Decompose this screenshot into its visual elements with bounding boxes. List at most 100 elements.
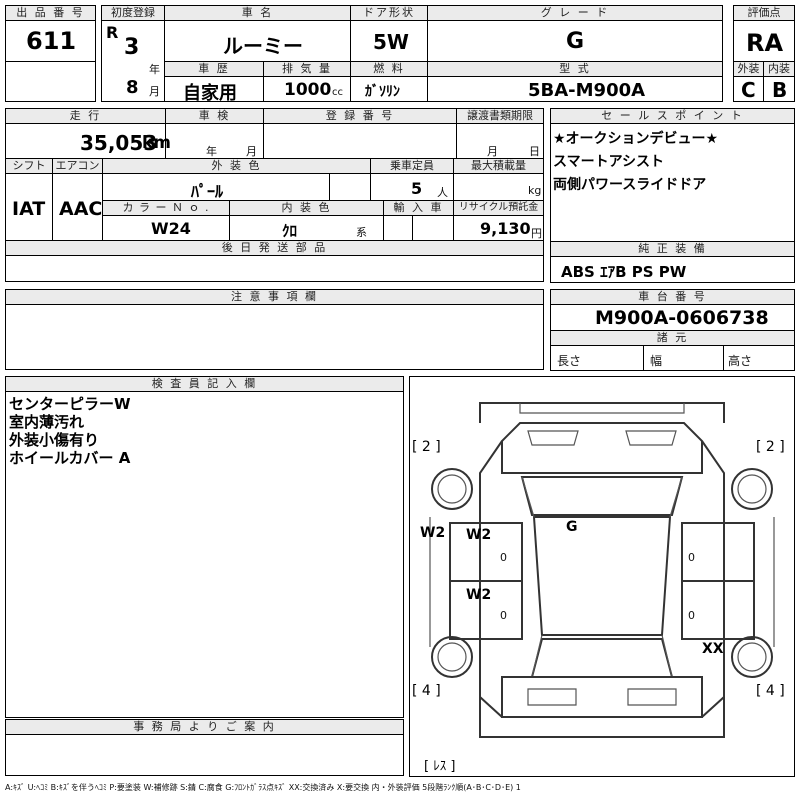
fuel-cell: ｶﾞｿﾘﾝ: [350, 76, 428, 102]
car-name: ルーミー: [223, 34, 303, 58]
tire-rr-depth: [ 4 ]: [756, 683, 785, 699]
ac-cell: AAC: [52, 173, 103, 241]
displacement-cell: 1000 cc: [263, 76, 351, 102]
first-reg-cell: R 3 年 8 月: [101, 20, 165, 102]
score: RA: [746, 29, 784, 57]
ac: AAC: [59, 198, 103, 220]
headlights-shape: [527, 430, 677, 446]
int-color-cell: ｸﾛ 系: [229, 215, 384, 241]
year-unit: 年: [149, 63, 160, 76]
lot-cell: 611: [5, 20, 96, 62]
rear-bumper-shape: [479, 697, 725, 738]
docs-cell: 月 日: [456, 123, 544, 159]
ext-color-label: 外 装 色: [102, 158, 371, 174]
wheel-fr-shape: [731, 468, 773, 510]
inspector-cell: センターピラーW 室内薄汚れ 外装小傷有り ホイールカバー A: [5, 391, 404, 718]
sales-points-cell: ★オークションデビュー★ スマートアシスト 両側パワースライドドア: [550, 123, 795, 242]
dims-label: 諸 元: [550, 330, 795, 346]
car-diagram: [ 2 ] [ 2 ] [ 4 ] [ 4 ] W2 W2 W2 G XX 0 …: [409, 376, 795, 777]
ext-grade: C: [741, 78, 756, 102]
width-cell: 幅: [643, 345, 724, 371]
grade-label: グ レ ー ド: [427, 5, 723, 21]
office-label: 事 務 局 よ り ご 案 内: [5, 719, 404, 735]
color-no: W24: [151, 219, 191, 238]
month-unit: 月: [149, 85, 160, 98]
doors-cell: 5W: [350, 20, 428, 62]
equipment-label: 純 正 装 備: [550, 241, 795, 257]
sales-point-1: ★オークションデビュー★: [553, 131, 719, 147]
office-cell: [5, 734, 404, 776]
sales-point-2: スマートアシスト: [553, 154, 665, 170]
load-unit: kg: [528, 184, 542, 197]
displacement-label: 排 気 量: [263, 61, 351, 77]
car-name-cell: ルーミー: [164, 20, 351, 62]
import-cell-b: [412, 215, 454, 241]
zero-mark-1: 0: [500, 551, 507, 564]
docs-month-unit: 月: [487, 145, 498, 158]
damage-left-pillar: W2: [420, 525, 446, 541]
lot-label: 出 品 番 号: [5, 5, 96, 21]
insp-year-unit: 年: [206, 145, 217, 158]
mileage-label: 走 行: [5, 108, 166, 124]
damage-front-door: W2: [466, 527, 492, 543]
damage-roof: G: [566, 519, 578, 535]
grade: G: [566, 29, 585, 54]
windshield-shape: [520, 476, 684, 516]
height-cell: 高さ: [723, 345, 795, 371]
width-label: 幅: [650, 354, 663, 368]
inspector-note-3: 外装小傷有り: [9, 431, 100, 449]
ext-color-cell: ﾊﾟｰﾙ: [102, 173, 330, 201]
tire-fr-depth: [ 2 ]: [756, 439, 785, 455]
tire-fl-depth: [ 2 ]: [412, 439, 441, 455]
era: R: [106, 23, 119, 42]
recycle-cell: 9,130 円: [453, 215, 544, 241]
later-parts-cell: [5, 255, 544, 282]
load-cell: kg: [453, 173, 544, 201]
notes-cell: [5, 304, 544, 370]
mileage-cell: 35,053 km: [5, 123, 171, 159]
rear-window-shape: [530, 638, 674, 678]
int-grade: B: [772, 78, 788, 102]
model: 5BA-M900A: [528, 80, 646, 101]
body-sides-shape: [479, 440, 725, 718]
recycle: 9,130: [480, 219, 531, 238]
ext-grade-label: 外装: [733, 61, 764, 77]
history: 自家用: [183, 83, 237, 104]
tire-rl-depth: [ 4 ]: [412, 683, 441, 699]
ext-grade-cell: C: [733, 76, 764, 102]
wheel-fl-shape: [431, 468, 473, 510]
mileage-unit: km: [142, 133, 172, 153]
int-color-label: 内 装 色: [229, 200, 384, 216]
grade-cell: G: [427, 20, 723, 62]
spare-tire: [ ﾚｽ ]: [424, 759, 456, 774]
rocker-panels-shape: [429, 517, 775, 647]
zero-mark-2: 0: [500, 609, 507, 622]
later-parts-label: 後 日 発 送 部 品: [5, 240, 544, 256]
shift: IAT: [12, 198, 46, 220]
displacement: 1000: [284, 80, 332, 100]
capacity: 5: [411, 179, 423, 198]
history-label: 車 歴: [164, 61, 264, 77]
score-cell: RA: [733, 20, 795, 62]
model-label: 型 式: [427, 61, 723, 77]
recycle-label: リサイクル預託金: [453, 200, 544, 216]
zero-mark-3: 0: [688, 551, 695, 564]
notes-label: 注 意 事 項 欄: [5, 289, 544, 305]
inspector-label: 検 査 員 記 入 欄: [5, 376, 404, 392]
sales-points-label: セ ー ル ス ポ イ ン ト: [550, 108, 795, 124]
length-cell: 長さ: [550, 345, 644, 371]
fuel-label: 燃 料: [350, 61, 428, 77]
legend-text: A:ｷｽﾞ U:ﾍｺﾐ B:ｷｽﾞを伴うﾍｺﾐ P:要塗装 W:補修跡 S:錆 …: [5, 783, 521, 792]
shift-cell: IAT: [5, 173, 53, 241]
reg-year: 3: [124, 35, 140, 60]
int-color: ｸﾛ: [282, 222, 298, 240]
docs-label: 譲渡書類期限: [456, 108, 544, 124]
tail-lights-shape: [527, 688, 677, 706]
capacity-label: 乗車定員: [370, 158, 454, 174]
wheel-rr-shape: [731, 636, 773, 678]
int-color-unit: 系: [356, 226, 367, 239]
import-label: 輸 入 車: [383, 200, 454, 216]
color-no-label: カ ラ ー Ｎ ｏ .: [102, 200, 230, 216]
first-reg-label: 初度登録: [101, 5, 165, 21]
model-cell: 5BA-M900A: [427, 76, 723, 102]
